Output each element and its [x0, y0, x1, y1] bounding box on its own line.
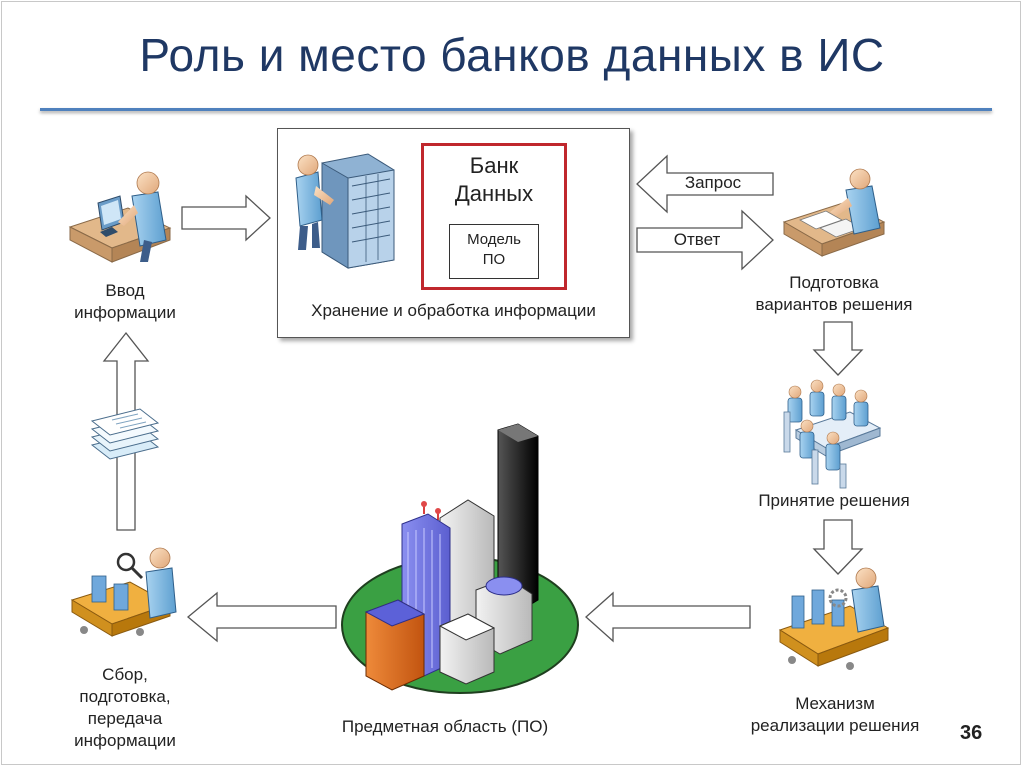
implementation-label: Механизм реализации решения	[750, 694, 920, 735]
decision-label: Принятие решения	[758, 491, 910, 510]
arrow-domain-to-collection	[186, 591, 337, 643]
data-collection-worker-icon	[70, 547, 177, 637]
documents-icon	[90, 408, 160, 460]
production-line-worker-icon	[778, 567, 890, 670]
response-label: Ответ	[673, 230, 721, 249]
input-info-label: Ввод информации	[74, 281, 176, 322]
data-bank-label: Банк Данных	[454, 153, 534, 206]
title-underline	[40, 108, 992, 111]
domain-model-label: Модель ПО	[467, 231, 521, 268]
analyst-with-documents-icon	[782, 168, 886, 257]
arrow-decision-to-implementation	[812, 519, 864, 575]
subject-domain-label: Предметная область (ПО)	[341, 717, 549, 736]
data-entry-operator-icon	[68, 171, 172, 263]
request-label: Запрос	[684, 173, 742, 192]
prepare-options-label: Подготовка вариантов решения	[755, 273, 913, 314]
page-number: 36	[960, 722, 983, 744]
data-bank-box: Банк Данных Модель ПО	[421, 143, 567, 290]
collection-label: Сбор, подготовка, передача информации	[74, 665, 176, 750]
arrow-implementation-to-domain	[585, 591, 751, 643]
meeting-table-icon	[783, 379, 882, 489]
storage-processing-label: Хранение и обработка информации	[311, 301, 596, 320]
database-server-operator-icon	[295, 153, 395, 269]
arrow-input-to-storage	[181, 194, 271, 242]
domain-model-box: Модель ПО	[449, 224, 539, 279]
slide-title: Роль и место банков данных в ИС	[139, 29, 885, 81]
arrow-response	[636, 209, 774, 271]
arrow-request	[636, 154, 774, 214]
subject-domain-city-icon	[341, 423, 579, 694]
arrow-prepare-to-decision	[812, 321, 864, 376]
